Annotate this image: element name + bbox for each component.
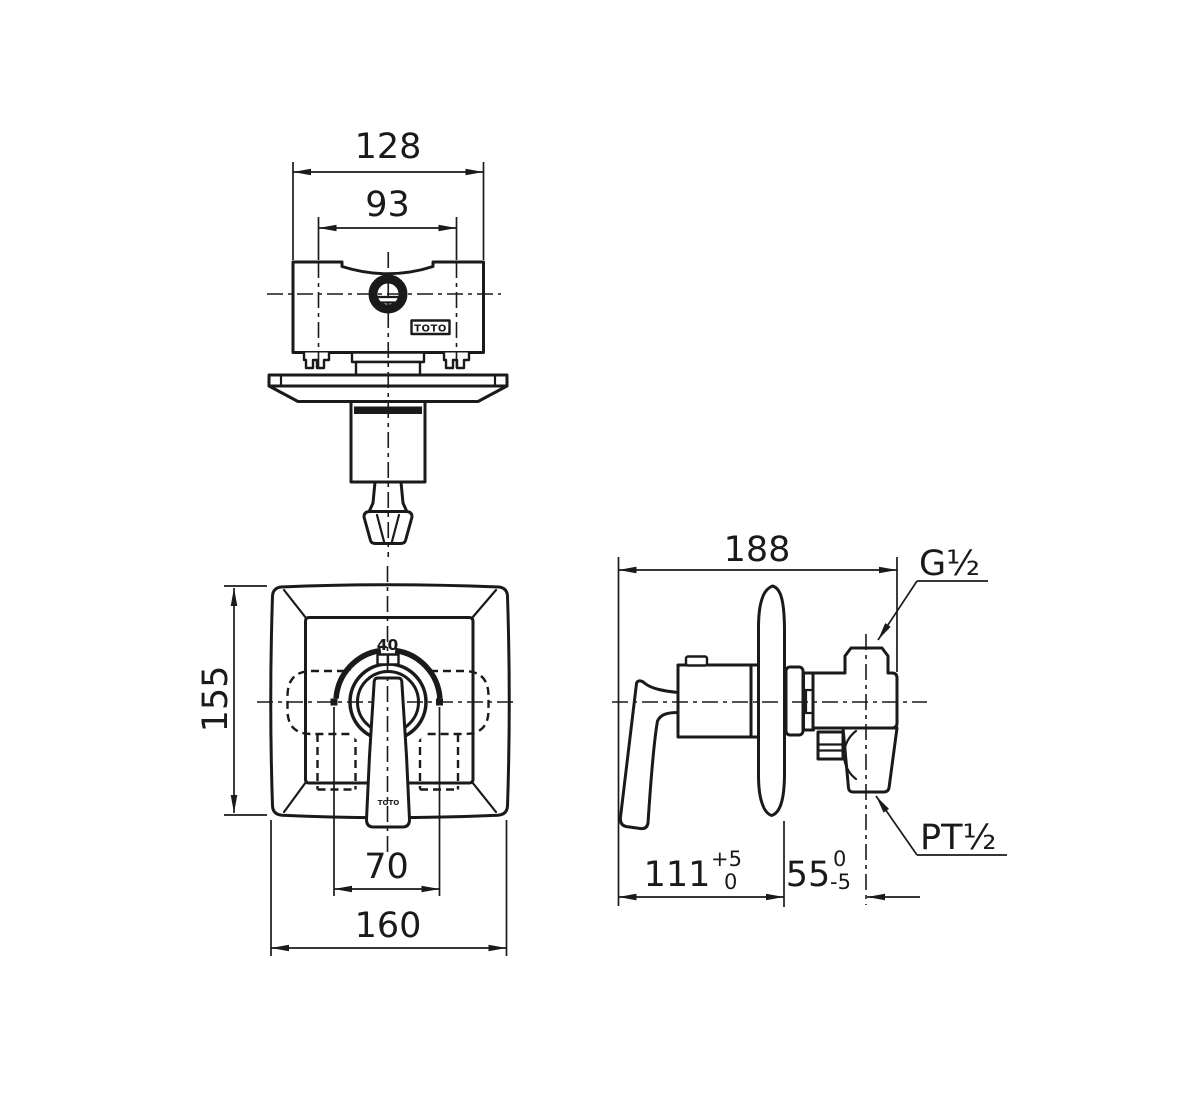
plate-hub <box>784 665 805 737</box>
dim-plate-height-label: 155 <box>196 666 236 733</box>
port-label-top: G½ <box>919 544 980 584</box>
plate-corner-chamfer <box>470 780 498 814</box>
mounting-foot-left <box>302 352 331 370</box>
valve-body-side <box>811 646 899 730</box>
brand-logo-top: TOTO <box>414 324 447 335</box>
top-view: 128 93 TOTO <box>267 127 509 557</box>
handle-hub <box>676 663 753 739</box>
dim-total-depth-label: 188 <box>724 530 791 570</box>
plate-corner-chamfer <box>470 588 498 620</box>
hub-set-tab <box>684 655 709 667</box>
pt-half-port <box>841 726 899 794</box>
knob-facet-line <box>390 513 401 543</box>
hidden-body-left <box>286 669 358 736</box>
plate-corner-chamfer <box>282 780 308 814</box>
dim-projection-tol-lower: 0 <box>724 870 737 894</box>
dial-arc-left <box>333 647 382 699</box>
leader-line-pt <box>875 795 918 856</box>
hole-marker-left <box>330 698 338 706</box>
plate-corner-chamfer <box>282 588 308 620</box>
dim-wall-offset-tol-upper: 0 <box>833 847 846 871</box>
mounting-foot-right <box>442 352 471 370</box>
port-label-bottom: PT½ <box>920 818 996 858</box>
front-view: 40 TOTO 155 70 160 <box>196 566 518 956</box>
dial-arc-right <box>394 647 443 699</box>
hidden-body-right <box>417 669 490 736</box>
escutcheon-plate-side <box>757 584 786 817</box>
dial-temp-label: 40 <box>377 636 399 654</box>
knob-facet-line <box>375 513 386 543</box>
dim-overall-width-label: 128 <box>355 127 422 167</box>
brand-logo-handle: TOTO <box>378 799 400 807</box>
dim-plate-width-label: 160 <box>355 906 422 946</box>
side-view: 188 G½ PT½ 111 +5 0 55 0 -5 <box>612 530 1007 907</box>
plate-inner-face <box>304 616 475 785</box>
lever-handle-side <box>618 679 680 831</box>
brand-plate <box>410 319 451 336</box>
dim-cartridge-width-label: 93 <box>365 185 410 225</box>
dim-wall-offset-label: 55 <box>786 855 831 895</box>
hidden-pocket-left <box>316 734 357 791</box>
screw-head <box>368 274 408 314</box>
dim-hole-spacing-label: 70 <box>364 847 409 887</box>
hole-marker-right <box>436 698 443 706</box>
leader-line-g <box>877 580 918 641</box>
dim-wall-offset-tol-lower: -5 <box>830 870 851 894</box>
dim-projection-tol-upper: +5 <box>711 847 742 871</box>
dim-projection-label: 111 <box>644 855 711 895</box>
